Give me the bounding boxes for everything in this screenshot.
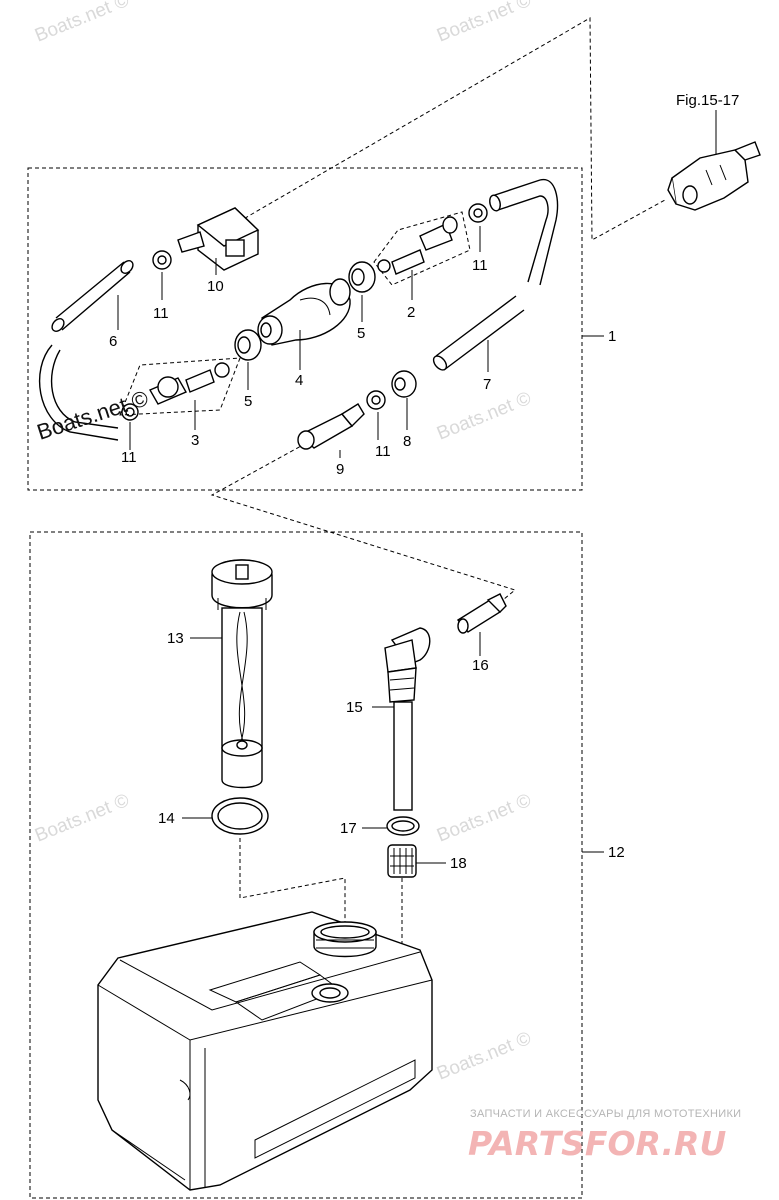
watermark: Boats.net © [434,0,534,47]
tank-joint [456,593,507,634]
watermark: Boats.net © [32,0,132,47]
hose-clamp [152,250,172,270]
fuel-hose-left [38,261,131,441]
watermark: Boats.net © [434,790,534,847]
callout-11: 11 [121,449,137,466]
tank-filler-neck [313,921,377,958]
rubber-ring-right [348,261,376,293]
callout-13: 13 [167,630,184,647]
watermark: Boats.net © [434,388,534,445]
callout-2: 2 [407,304,415,321]
callout-18: 18 [450,855,467,872]
fuel-pickup [384,627,431,811]
callout-4: 4 [295,372,303,389]
gauge-gasket [211,797,269,835]
callout-5: 5 [357,325,365,342]
hose-joint [297,403,365,450]
brand-logo: PARTSFOR.RU [468,1124,726,1163]
hose-clamp [121,403,139,421]
fig-reference-label: Fig.15-17 [676,92,739,109]
hose-clamp [366,390,386,410]
callout-16: 16 [472,657,489,674]
rubber-ring-left [234,329,262,361]
callout-15: 15 [346,699,363,716]
check-valve-right [373,211,471,286]
watermark: Boats.net © [434,1028,534,1085]
connector-ref-line [189,17,666,251]
callout-11: 11 [153,305,169,322]
hose-clamp [468,203,488,223]
callout-11: 11 [472,257,488,274]
check-valve-left [119,357,241,416]
hose-sleeve [391,370,417,398]
engine-fuel-connector [667,141,761,211]
callout-9: 9 [336,461,344,478]
callout-7: 7 [483,376,491,393]
fuel-gauge [211,559,273,789]
primer-bulb [257,278,351,346]
callout-5: 5 [244,393,252,410]
fuel-filter [387,844,417,878]
fuel-connector-body [177,207,260,271]
fuel-tank [97,911,433,1191]
hose-to-tank-line [210,439,517,605]
fuel-tank-assembly-boundary [29,531,583,1199]
callout-3: 3 [191,432,199,449]
callout-8: 8 [403,433,411,450]
callout-17: 17 [340,820,357,837]
pickup-o-ring [386,816,420,836]
fuel-hose-assembly-boundary [27,167,583,491]
gauge-to-tank-line [239,838,346,925]
watermark: Boats.net © [32,790,132,847]
callout-1: 1 [608,328,616,345]
callout-14: 14 [158,810,175,827]
callout-11: 11 [375,443,391,460]
callout-10: 10 [207,278,224,295]
brand-tagline: ЗАПЧАСТИ И АКСЕССУАРЫ ДЛЯ МОТОТЕХНИКИ [470,1108,741,1120]
fuel-hose-right [435,179,559,371]
callout-12: 12 [608,844,625,861]
callout-6: 6 [109,333,117,350]
